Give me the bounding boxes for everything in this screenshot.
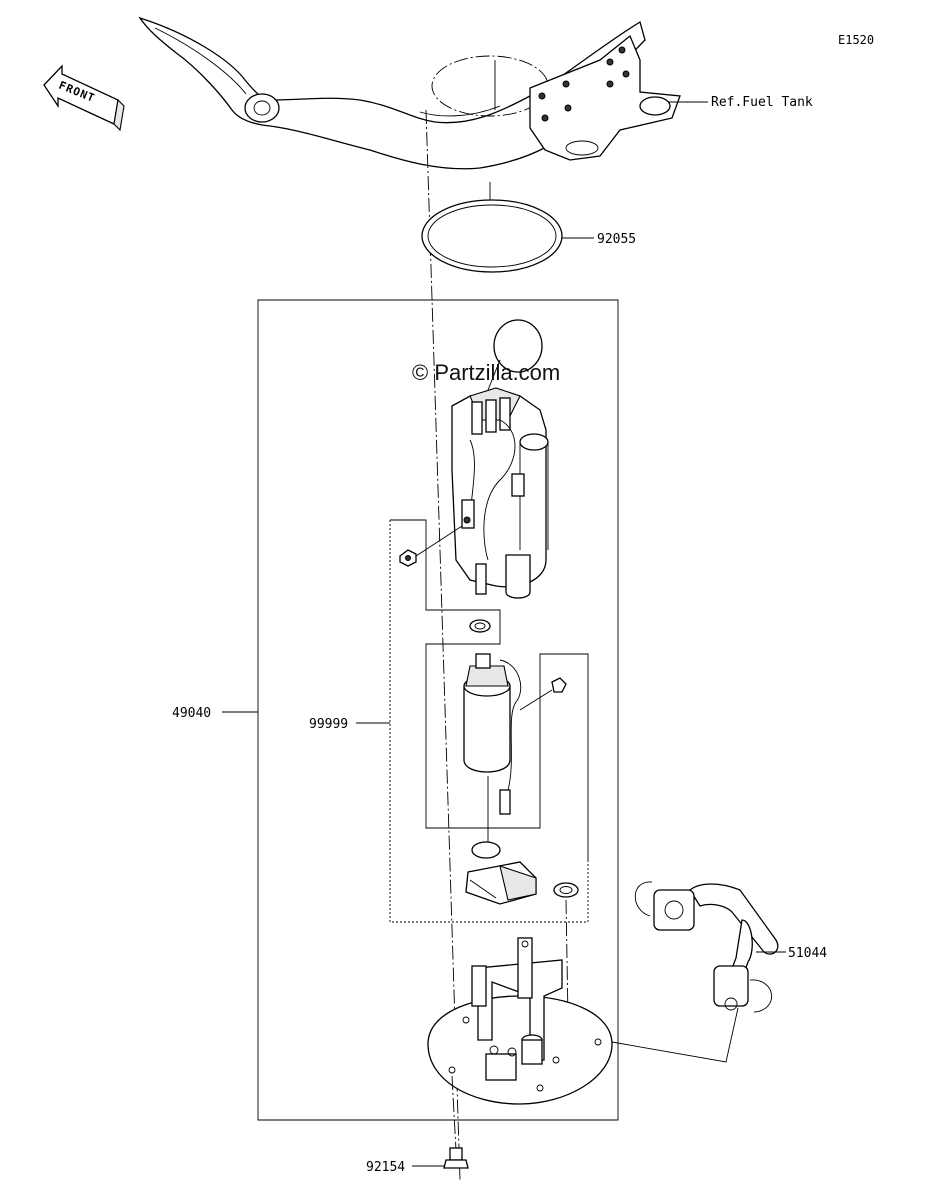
tank-bracket xyxy=(529,34,681,161)
diagram-code: E1520 xyxy=(838,33,874,47)
fuel-pump-motor xyxy=(463,653,567,815)
watermark: © Partzilla.com xyxy=(412,360,560,385)
group-box-99999 xyxy=(390,519,589,862)
ref-fuel-tank-label: Ref.Fuel Tank xyxy=(711,95,813,110)
front-arrow-icon: FRONT xyxy=(43,64,125,132)
bolt-92154 xyxy=(443,1075,469,1169)
small-o-ring xyxy=(469,619,491,633)
assembly-bracket-49040 xyxy=(257,299,619,1121)
fuel-filter-bottom xyxy=(465,776,537,905)
small-washer xyxy=(553,882,579,898)
pump-base-plate xyxy=(427,937,613,1105)
callout-92154: 92154 xyxy=(366,1160,405,1175)
callout-99999: 99999 xyxy=(309,717,348,732)
callout-51044: 51044 xyxy=(788,946,827,961)
fuel-hose-51044 xyxy=(634,881,779,1013)
callout-92055: 92055 xyxy=(597,232,636,247)
pump-housing-upper xyxy=(451,319,549,599)
o-ring-92055 xyxy=(421,199,563,273)
small-screw-icon xyxy=(399,525,463,567)
callout-49040: 49040 xyxy=(172,706,211,721)
